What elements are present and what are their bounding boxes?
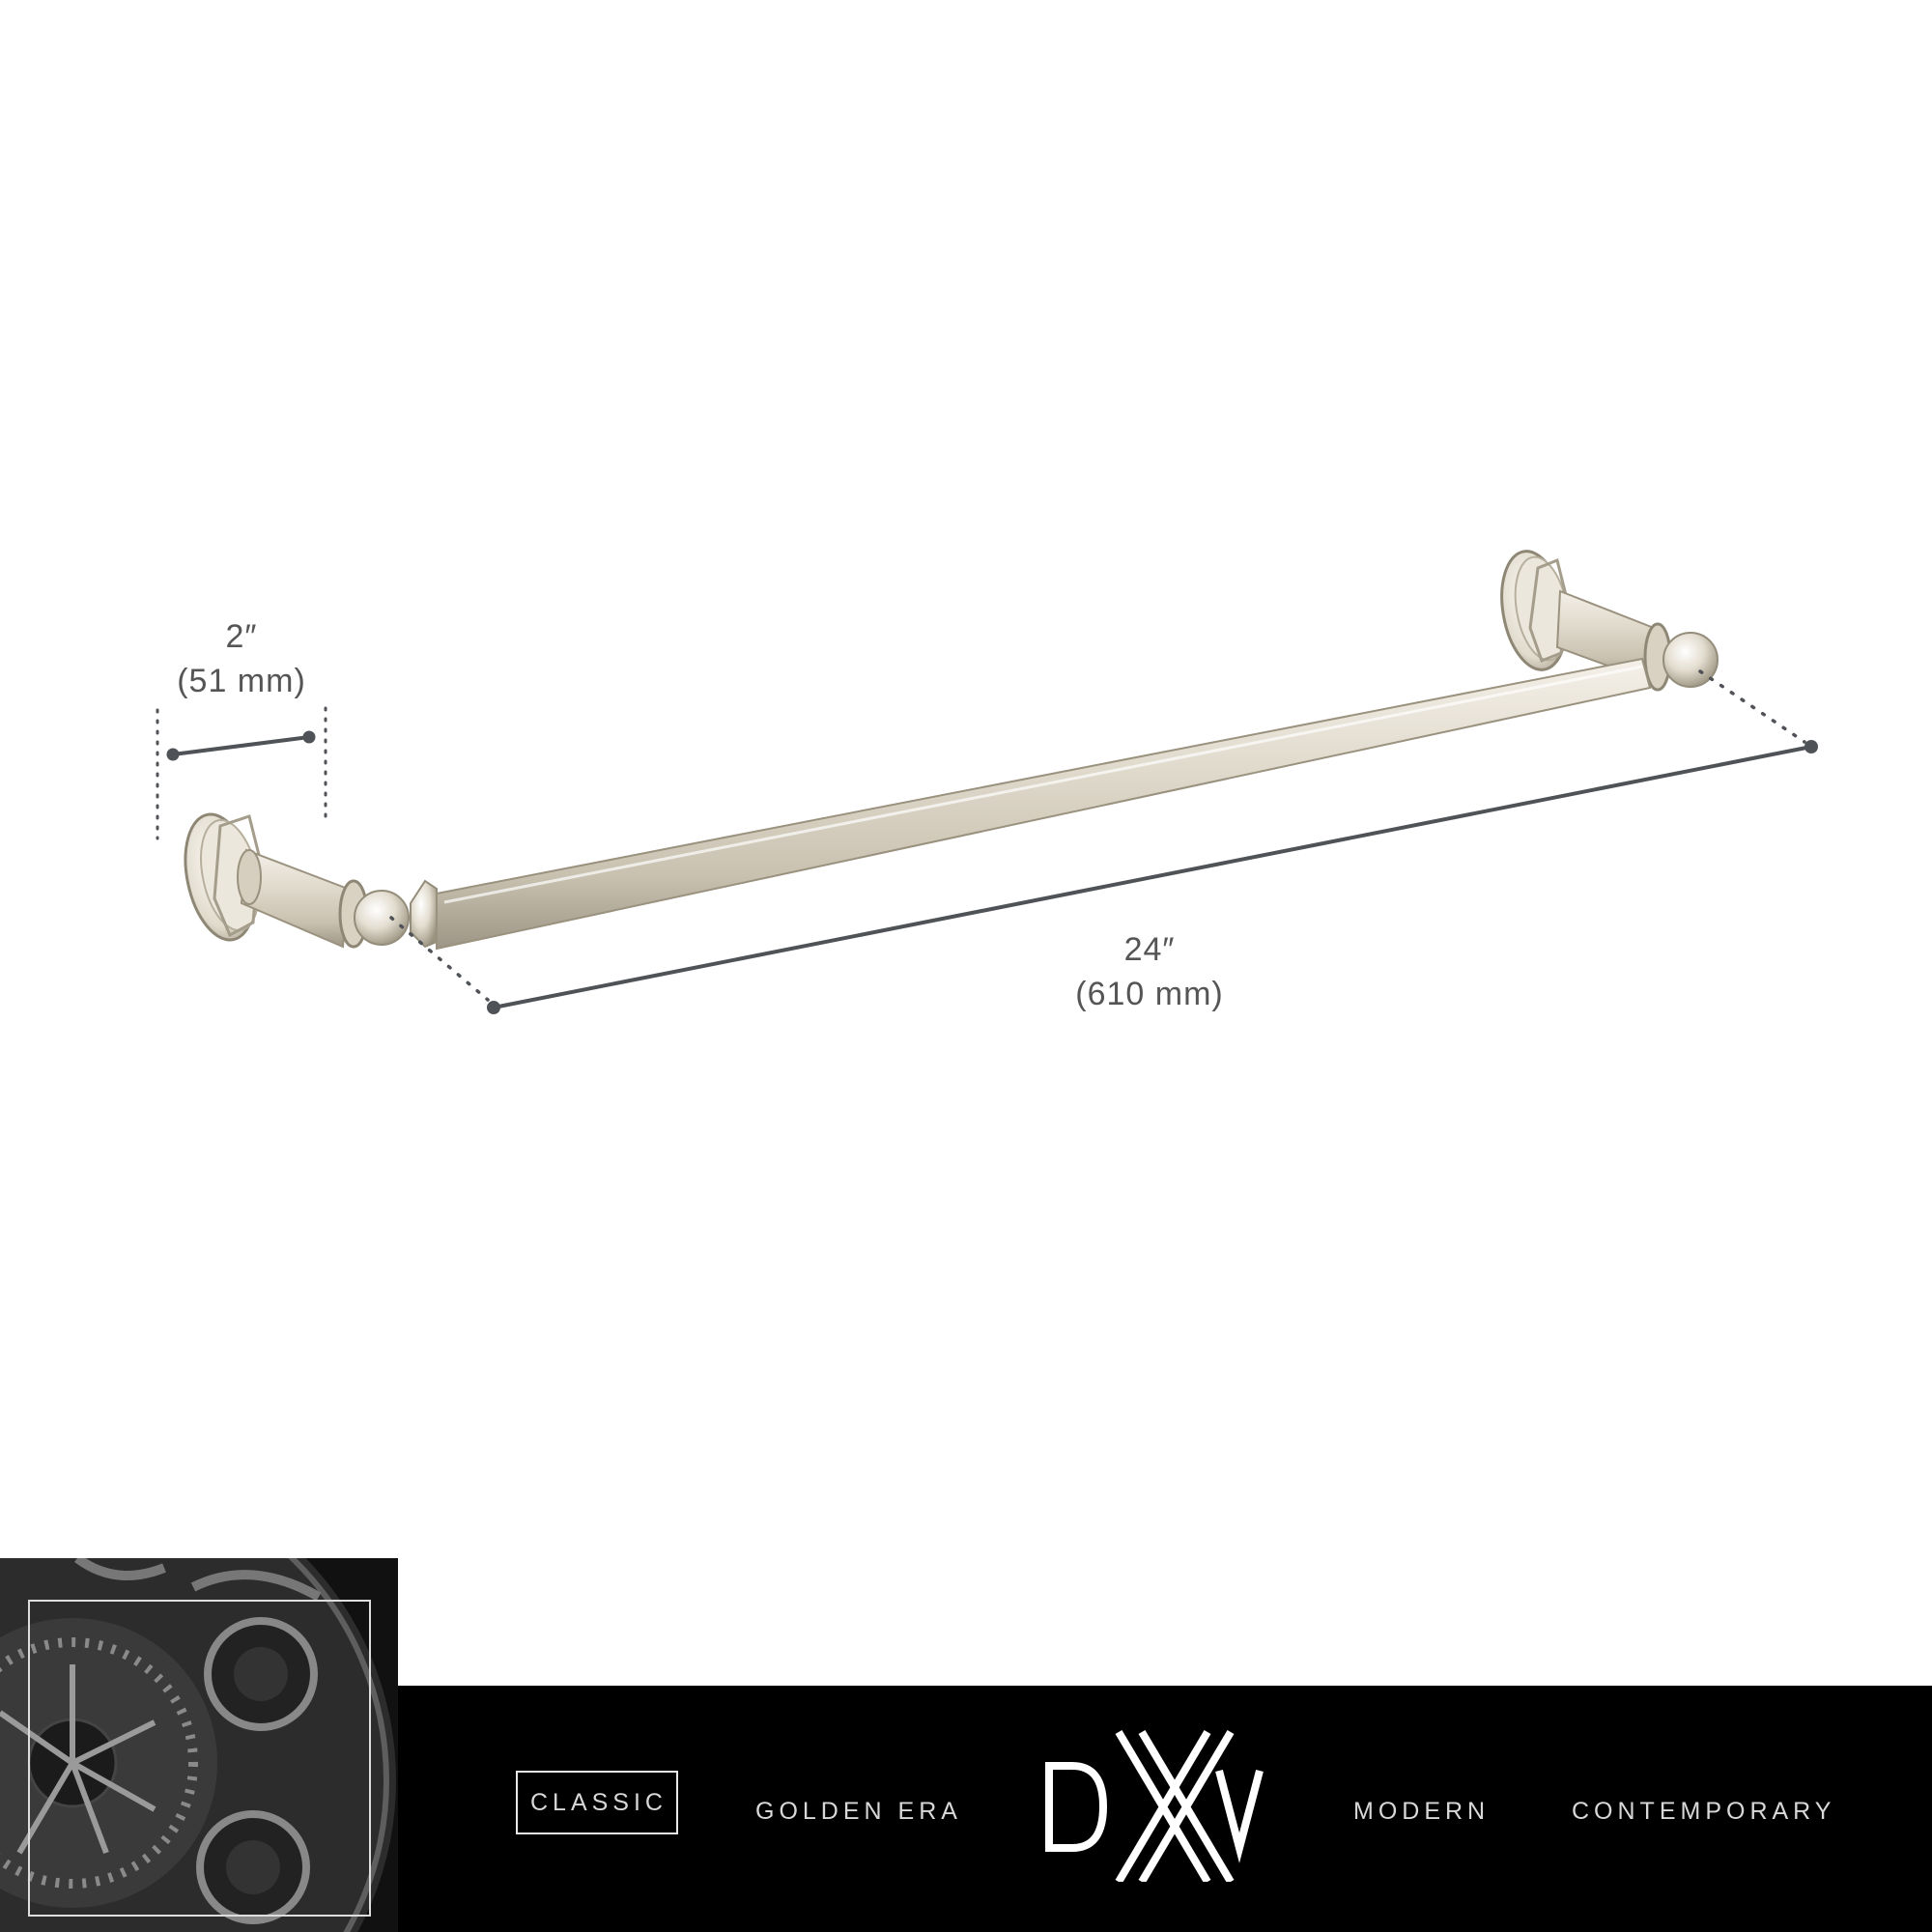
texture-frame-outline [28, 1600, 371, 1917]
bar-length-imperial: 24″ [1123, 931, 1176, 968]
mount-depth-metric: (51 mm) [177, 663, 306, 699]
style-tab-classic[interactable]: CLASSIC [516, 1771, 678, 1834]
towel-bar-rod [436, 657, 1652, 951]
ornate-medallion-image [0, 1558, 398, 1932]
medallion-pattern-icon [0, 1558, 398, 1932]
right-mounting-bracket [1500, 550, 1719, 692]
dxv-brand-logo[interactable]: DXV [1043, 1727, 1265, 1882]
left-mounting-bracket [184, 812, 438, 949]
bar-length-dimension [389, 669, 1818, 1014]
style-tab-contemporary[interactable]: CONTEMPORARY [1572, 1798, 1836, 1825]
bar-length-metric: (610 mm) [1075, 976, 1224, 1012]
style-tab-golden-era[interactable]: GOLDEN ERA [755, 1798, 962, 1825]
mount-depth-dimension [156, 706, 327, 840]
style-tab-modern[interactable]: MODERN [1353, 1798, 1491, 1825]
mount-depth-label: 2″ (51 mm) [155, 614, 328, 703]
bar-length-label: 24″ (610 mm) [1043, 927, 1256, 1016]
mount-depth-imperial: 2″ [225, 618, 258, 655]
